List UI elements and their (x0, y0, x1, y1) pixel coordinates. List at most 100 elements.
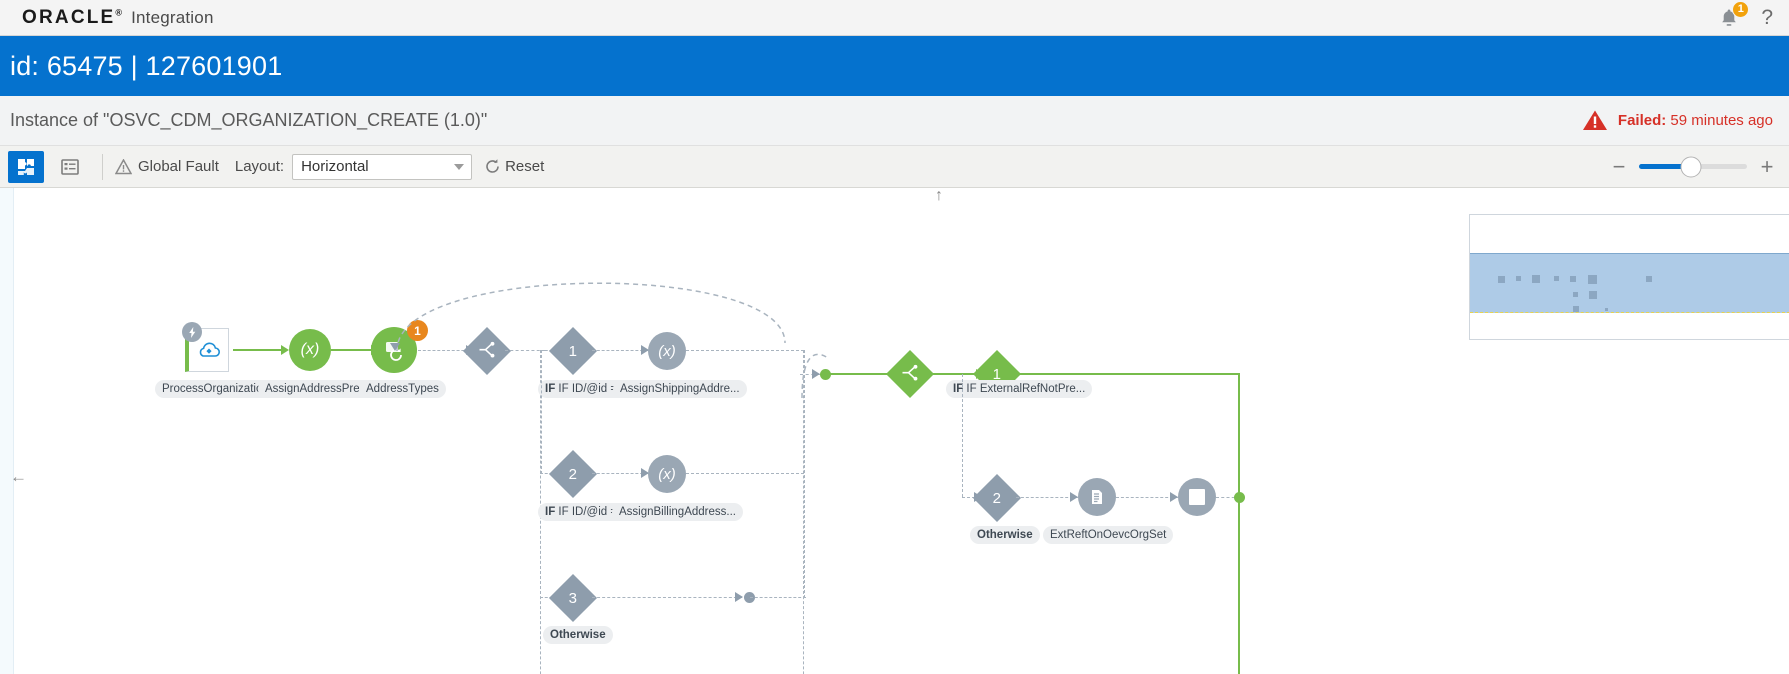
zoom-slider-fill (1639, 164, 1691, 169)
flow-node-label-branch-externalref-1: IF IF ExternalRefNotPre... (946, 380, 1093, 398)
edge-to-green-join (800, 374, 820, 375)
notifications-button[interactable]: 1 (1717, 0, 1750, 30)
canvas-left-rail (0, 188, 14, 674)
minimap-node-dot (1589, 291, 1597, 299)
branch-number: 2 (568, 465, 578, 483)
edge-branch-ext1-right (1016, 373, 1240, 375)
reset-label: Reset (505, 158, 545, 175)
edge-merge-to-riser (750, 597, 806, 598)
global-header: ORACLE® Integration 1 ? (0, 0, 1789, 36)
switch-icon (902, 364, 918, 380)
edge-branch2-drop (541, 350, 542, 474)
flow-node-switch-externalref[interactable] (885, 349, 935, 399)
flow-node-start[interactable] (182, 322, 229, 372)
flow-node-label-branch-externalref-2: Otherwise (970, 526, 1040, 544)
minimap-node-dot (1570, 276, 1576, 282)
diagram-canvas[interactable]: ← ↑ ProcessOrganization.. (0, 188, 1789, 674)
flow-node-label-extref-set: ExtReftOnOevcOrgSet (1043, 526, 1174, 544)
edge-arrow (641, 468, 649, 478)
layout-select[interactable]: Horizontal (292, 153, 473, 180)
edge-arrow (641, 345, 649, 355)
branch-merge-point (1234, 492, 1245, 503)
global-fault-button[interactable]: Global Fault (115, 158, 219, 175)
instance-id-title: id: 65475 | 127601901 (10, 50, 283, 81)
registered-mark: ® (115, 7, 123, 18)
branch-number: 3 (568, 589, 578, 607)
reset-button[interactable]: Reset (484, 158, 544, 175)
trigger-badge-icon (182, 322, 202, 342)
flow-node-label-start: ProcessOrganization.. (155, 380, 283, 398)
oracle-logo: ORACLE® (22, 7, 122, 29)
assign-glyph: (x) (300, 341, 320, 358)
minimap-node-dot (1573, 306, 1579, 312)
global-fault-label: Global Fault (138, 158, 219, 175)
zoom-slider[interactable] (1639, 156, 1747, 177)
minimap-node-dot (1588, 275, 1597, 284)
layout-selected-value: Horizontal (301, 158, 369, 175)
flow-node-switch-address[interactable] (462, 326, 512, 376)
assign-glyph: (x) (658, 465, 676, 483)
warning-triangle-icon (115, 158, 132, 174)
status-text: Failed: 59 minutes ago (1618, 112, 1773, 129)
help-icon[interactable]: ? (1761, 6, 1773, 29)
zoom-out-button[interactable]: − (1612, 153, 1626, 179)
edge-doc-to-stop (1116, 497, 1178, 498)
flow-node-stop-branch[interactable] (1178, 478, 1216, 516)
branch-if-prefix: IF (953, 383, 967, 395)
list-view-button[interactable] (52, 151, 88, 183)
status-label: Failed: (1617, 112, 1667, 129)
flow-node-assign-billing[interactable]: (x) (648, 455, 686, 493)
zoom-slider-thumb[interactable] (1680, 156, 1702, 177)
loop-back-edge (396, 282, 786, 352)
scroll-up-arrow-icon[interactable]: ↑ (935, 188, 943, 204)
refresh-icon (486, 159, 499, 173)
minimap-node-dot (1498, 276, 1505, 283)
header-actions: 1 ? (1717, 0, 1773, 30)
toolbar-divider (102, 153, 103, 180)
edge-branch1-to-assign (592, 350, 648, 351)
edge-branch-ext1-down (1238, 373, 1240, 674)
document-icon (1092, 490, 1102, 504)
instance-id-bar: id: 65475 | 127601901 (0, 36, 1789, 96)
flow-node-branch-externalref-2[interactable]: 2 (972, 473, 1022, 523)
flow-node-assign-shipping[interactable]: (x) (648, 332, 686, 370)
edge-switch2-to-branch (929, 373, 985, 375)
minimap-node-dot (1554, 276, 1559, 281)
flow-node-label-assign-billing: AssignBillingAddress... (612, 503, 743, 521)
status-badge: Failed: 59 minutes ago (1582, 109, 1773, 132)
edge-arrow (812, 369, 820, 379)
branch-number: 1 (568, 342, 578, 360)
edge-branch-ext-riser (962, 374, 963, 497)
edge-merge-curve (801, 353, 829, 398)
collapse-panel-arrow-icon[interactable]: ← (10, 467, 27, 486)
flow-node-extref-set[interactable] (1078, 478, 1116, 516)
minimap-viewport[interactable] (1470, 253, 1789, 313)
oracle-wordmark: ORACLE (22, 6, 116, 28)
diagram-view-button[interactable] (8, 150, 44, 183)
edge-arrow (390, 343, 400, 351)
branch-if-prefix: IF (545, 383, 559, 395)
flow-node-label-assign-address-present: AssignAddressPresen (258, 380, 386, 398)
edge-arrow (1170, 492, 1178, 502)
puzzle-icon (18, 158, 34, 175)
edge-branch-ext2-to-doc (1016, 497, 1078, 498)
edge-arrow (281, 345, 289, 355)
notification-badge: 1 (1732, 0, 1750, 18)
branch-condition: IF ExternalRefNotPre... (966, 383, 1086, 395)
branch-if-prefix: IF (545, 506, 559, 518)
diagram-toolbar: Global Fault Layout: Horizontal Reset − … (0, 146, 1789, 188)
edge-branch2-merge (686, 473, 804, 474)
flow-join-point (820, 369, 831, 380)
flow-node-label-assign-shipping: AssignShippingAddre... (613, 380, 747, 398)
status-time: 59 minutes ago (1666, 112, 1773, 129)
minimap-node-dot (1516, 276, 1521, 281)
flow-node-assign-address-present[interactable]: (x) (289, 329, 331, 371)
page-title: Instance of "OSVC_CDM_ORGANIZATION_CREAT… (10, 110, 488, 130)
cloud-icon (199, 342, 220, 357)
edge-assign-to-addresstypes (331, 349, 373, 351)
zoom-in-button[interactable]: + (1760, 153, 1774, 179)
edge-branch3-merge (592, 597, 742, 598)
lightning-icon (188, 326, 195, 338)
minimap-panel[interactable] (1469, 214, 1789, 340)
node-count-badge: 1 (407, 320, 428, 341)
